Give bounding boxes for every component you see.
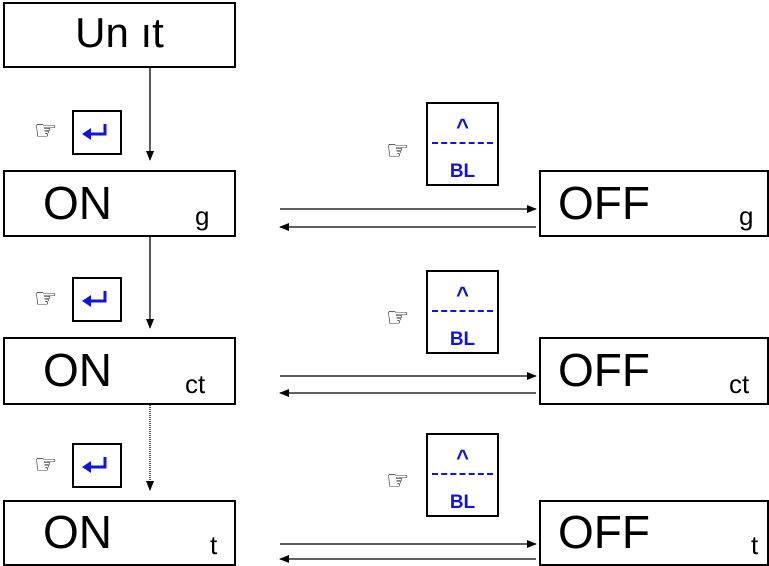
key-divider xyxy=(432,310,493,312)
enter-key-button[interactable] xyxy=(72,110,122,155)
off-label: OFF xyxy=(558,344,650,397)
hand-pointer-icon: ☞ xyxy=(34,450,58,480)
bl-key-label: BL xyxy=(449,329,476,350)
hand-pointer-icon: ☞ xyxy=(34,284,58,314)
bl-key-button[interactable]: ^ BL xyxy=(426,270,499,354)
unit-title: Un ıt xyxy=(75,8,164,56)
off-label: OFF xyxy=(558,506,650,559)
key-divider xyxy=(432,473,493,475)
unit-label-t: t xyxy=(210,530,218,560)
enter-arrow-icon xyxy=(82,457,107,473)
hand-pointer-icon: ☞ xyxy=(386,466,410,496)
hand-pointer-icon: ☞ xyxy=(386,136,410,166)
unit-label-g: g xyxy=(195,201,210,231)
on-label: ON xyxy=(43,176,112,229)
unit-label-ct: ct xyxy=(185,369,206,399)
on-label: ON xyxy=(43,506,112,559)
on-ct-display: ON ct xyxy=(3,337,236,405)
on-label: ON xyxy=(43,344,112,397)
enter-arrow-icon xyxy=(82,291,107,307)
off-t-display: OFF t xyxy=(539,500,769,566)
unit-label-ct: ct xyxy=(729,369,750,399)
bl-key-button[interactable]: ^ BL xyxy=(426,102,499,186)
enter-key-button[interactable] xyxy=(72,277,122,322)
on-t-display: ON t xyxy=(3,500,236,566)
caret-icon: ^ xyxy=(456,445,469,470)
off-ct-display: OFF ct xyxy=(539,337,769,405)
off-label: OFF xyxy=(558,176,650,229)
enter-key-button[interactable] xyxy=(72,443,122,488)
enter-arrow-icon xyxy=(82,124,107,140)
caret-icon: ^ xyxy=(456,114,469,139)
caret-icon: ^ xyxy=(456,282,469,307)
hand-pointer-icon: ☞ xyxy=(386,303,410,333)
bl-key-button[interactable]: ^ BL xyxy=(426,433,499,517)
off-g-display: OFF g xyxy=(539,170,769,237)
unit-label-g: g xyxy=(739,201,754,231)
key-divider xyxy=(432,142,493,144)
unit-label-t: t xyxy=(751,530,759,560)
unit-display: Un ıt xyxy=(3,2,236,68)
hand-pointer-icon: ☞ xyxy=(34,116,58,146)
bl-key-label: BL xyxy=(449,161,476,182)
on-g-display: ON g xyxy=(3,170,236,237)
bl-key-label: BL xyxy=(449,492,476,513)
